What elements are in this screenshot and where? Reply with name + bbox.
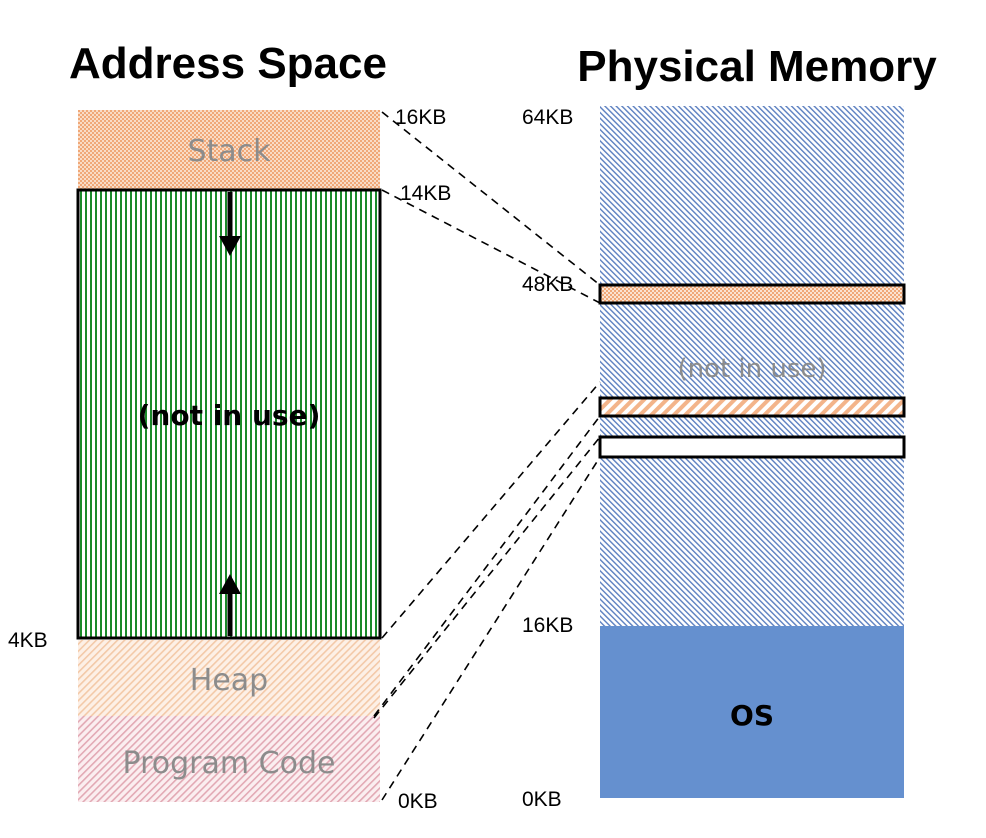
tick-4kb: 4KB xyxy=(8,629,48,652)
code-label: Program Code xyxy=(123,746,336,781)
os-region xyxy=(600,626,904,798)
free-segment xyxy=(76,188,382,640)
address-space-title: Address Space xyxy=(69,39,387,88)
tick-16kb: 16KB xyxy=(395,106,446,129)
heap-growth-arrow-head xyxy=(219,574,241,594)
stack-segment xyxy=(78,110,380,190)
tick-48kb: 48KB xyxy=(522,273,573,296)
map-line-heap-top xyxy=(381,381,601,639)
address-space-column: Stack (not in use) Heap Program Code 16K… xyxy=(8,106,451,813)
tick-0kb-physical: 0KB xyxy=(522,788,562,811)
stack-growth-arrow-head xyxy=(219,236,241,256)
heap-label: Heap xyxy=(190,663,268,698)
map-line-code-bottom xyxy=(381,456,601,801)
map-line-stack-top xyxy=(381,111,601,286)
tick-16kb-physical: 16KB xyxy=(522,614,573,637)
os-label: OS xyxy=(730,699,774,732)
tick-64kb: 64KB xyxy=(522,106,573,129)
physical-heap-slot xyxy=(598,396,906,418)
physical-free-label: (not in use) xyxy=(677,354,826,384)
tick-14kb: 14KB xyxy=(400,182,451,205)
map-line-heap-bottom xyxy=(373,415,601,717)
tick-0kb-address: 0KB xyxy=(398,790,438,813)
map-line-code-top xyxy=(373,436,601,719)
physical-memory-title: Physical Memory xyxy=(577,42,937,91)
free-label: (not in use) xyxy=(138,399,321,432)
physical-free-region xyxy=(600,106,904,626)
physical-code-slot xyxy=(598,435,906,459)
physical-stack-slot xyxy=(598,283,906,305)
heap-segment xyxy=(78,640,380,716)
physical-memory-column: OS (not in use) 64KB 48KB 16KB 0KB xyxy=(522,106,906,811)
stack-label: Stack xyxy=(187,134,271,169)
mapping-lines xyxy=(373,111,601,801)
code-segment xyxy=(78,716,380,802)
